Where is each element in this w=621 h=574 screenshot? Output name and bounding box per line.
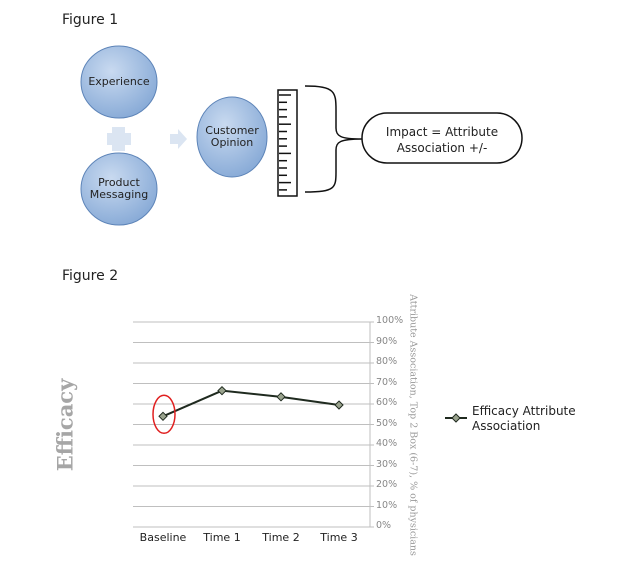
customer-opinion-node — [196, 96, 268, 178]
y-tick-label: 70% — [376, 376, 398, 388]
impact-box — [361, 112, 523, 164]
ruler-icon — [277, 89, 298, 197]
impact-line1: Impact = Attribute — [385, 125, 499, 139]
legend-line2: Association — [472, 419, 541, 433]
arrow-right-icon — [170, 129, 187, 149]
product-label-line2: Messaging — [89, 188, 149, 201]
figure1-title: Figure 1 — [62, 12, 119, 28]
y-tick-label: 40% — [376, 438, 398, 449]
x-tick-label: Time 2 — [262, 531, 300, 544]
data-point — [217, 385, 227, 396]
data-point — [334, 400, 344, 410]
plus-icon — [107, 127, 131, 151]
experience-node — [80, 45, 158, 119]
y-tick-label: 50% — [376, 417, 398, 429]
customer-label-line2: Opinion — [210, 136, 254, 149]
impact-label: Impact = Attribute Association +/- — [372, 124, 512, 156]
impact-line2: Association +/- — [396, 141, 488, 155]
y-tick-label: 60% — [376, 397, 398, 408]
data-point — [158, 411, 168, 422]
legend-label: Efficacy Attribute Association — [472, 404, 576, 434]
product-messaging-node — [80, 152, 158, 226]
series-line — [162, 389, 340, 418]
x-tick-label: Time 1 — [203, 531, 241, 544]
y-tick-label: 20% — [376, 479, 398, 490]
y-tick-label: 90% — [376, 335, 398, 347]
legend-line1: Efficacy Attribute — [472, 404, 576, 418]
figure2-title: Figure 2 — [62, 268, 119, 284]
x-tick-label: Baseline — [139, 531, 187, 544]
y-tick-label: 0% — [376, 520, 392, 531]
data-point — [276, 392, 286, 402]
x-tick-label: Time 3 — [320, 531, 358, 544]
y-tick-label: 10% — [376, 499, 398, 511]
product-label-line1: Product — [98, 176, 140, 189]
product-messaging-label: Product Messaging — [81, 177, 157, 201]
y-tick-label: 30% — [376, 458, 398, 470]
y-axis-label: Attribute Association, Top 2 Box (6-7), … — [407, 294, 419, 556]
customer-opinion-label: Customer Opinion — [197, 125, 267, 149]
customer-label-line1: Customer — [205, 124, 259, 137]
y-tick-label: 100% — [376, 315, 404, 326]
highlight-circle — [152, 394, 176, 435]
legend-marker — [451, 413, 461, 423]
experience-label: Experience — [88, 75, 150, 88]
y-tick-label: 80% — [376, 356, 398, 367]
